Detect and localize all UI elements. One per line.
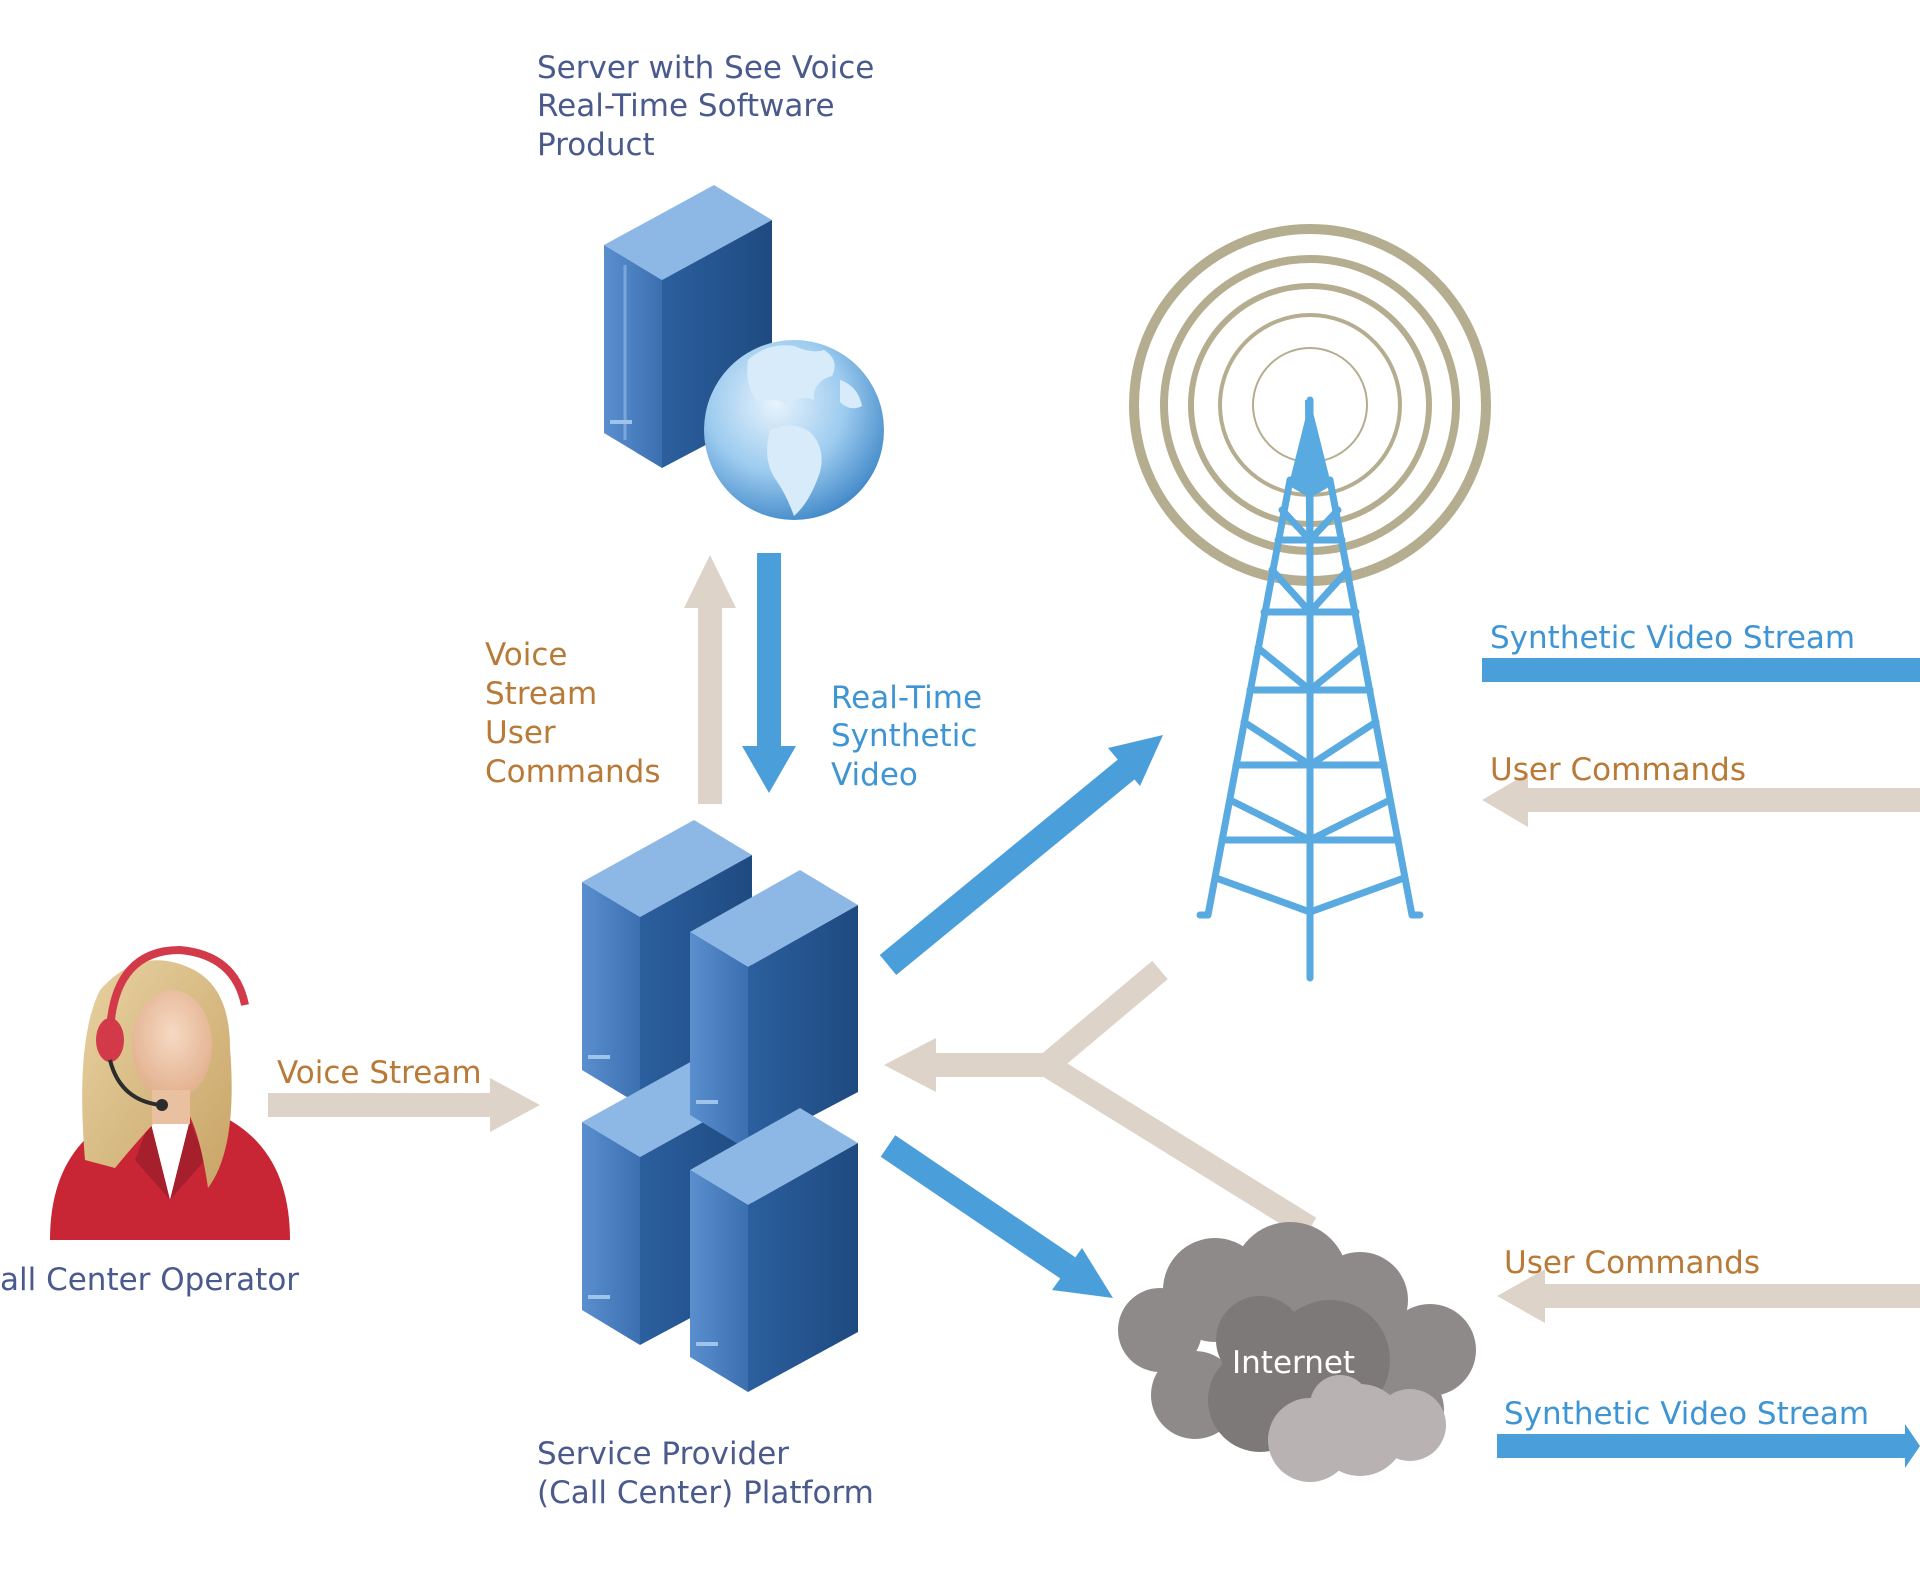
svg-text:User: User — [485, 715, 556, 751]
svg-text:(Call Center) Platform: (Call Center) Platform — [537, 1475, 874, 1511]
svg-text:Voice: Voice — [485, 637, 568, 673]
svg-text:Real-Time Software: Real-Time Software — [537, 88, 835, 124]
internet-video-label: Synthetic Video Stream — [1504, 1396, 1869, 1432]
server-label: Server with See Voice Real-Time Software… — [537, 50, 874, 163]
svg-text:Service Provider: Service Provider — [537, 1436, 789, 1472]
internet-commands-label: User Commands — [1504, 1245, 1760, 1281]
realtime-video-label: Real-Time Synthetic Video — [831, 680, 982, 793]
platform-server-cluster — [582, 820, 858, 1392]
svg-text:Commands: Commands — [485, 754, 660, 790]
svg-text:Video: Video — [831, 757, 918, 793]
arrow-internet-commands — [1497, 1269, 1920, 1323]
server-icon — [690, 1108, 858, 1392]
tower-video-label: Synthetic Video Stream — [1490, 620, 1855, 656]
arrow-voice-commands-up — [684, 555, 736, 804]
arrow-tower-commands — [1482, 773, 1920, 827]
tower-commands-label: User Commands — [1490, 752, 1746, 788]
arrow-internet-video — [1497, 1424, 1920, 1468]
arrow-tower-video — [1482, 658, 1920, 682]
operator-label: all Center Operator — [0, 1262, 299, 1298]
arrow-operator-voice — [268, 1078, 540, 1132]
arrow-platform-to-internet — [880, 1135, 1113, 1298]
cell-tower-icon — [1129, 224, 1491, 982]
svg-text:Real-Time: Real-Time — [831, 680, 982, 716]
svg-text:Stream: Stream — [485, 676, 597, 712]
voice-stream-label: Voice Stream — [277, 1055, 482, 1091]
svg-text:Server with See Voice: Server with See Voice — [537, 50, 874, 86]
svg-text:Synthetic: Synthetic — [831, 718, 977, 754]
operator-icon — [50, 945, 290, 1240]
cloud-icon — [1118, 1222, 1476, 1482]
svg-text:Product: Product — [537, 127, 655, 163]
server-icon — [690, 870, 858, 1150]
arrow-platform-to-tower — [879, 735, 1163, 976]
internet-label: Internet — [1232, 1345, 1355, 1381]
globe-icon — [704, 340, 884, 520]
platform-label: Service Provider (Call Center) Platform — [537, 1436, 874, 1511]
arrow-realtime-video-down — [742, 553, 796, 793]
arrow-merge-to-platform — [884, 960, 1317, 1239]
voice-commands-label: Voice Stream User Commands — [485, 637, 660, 790]
